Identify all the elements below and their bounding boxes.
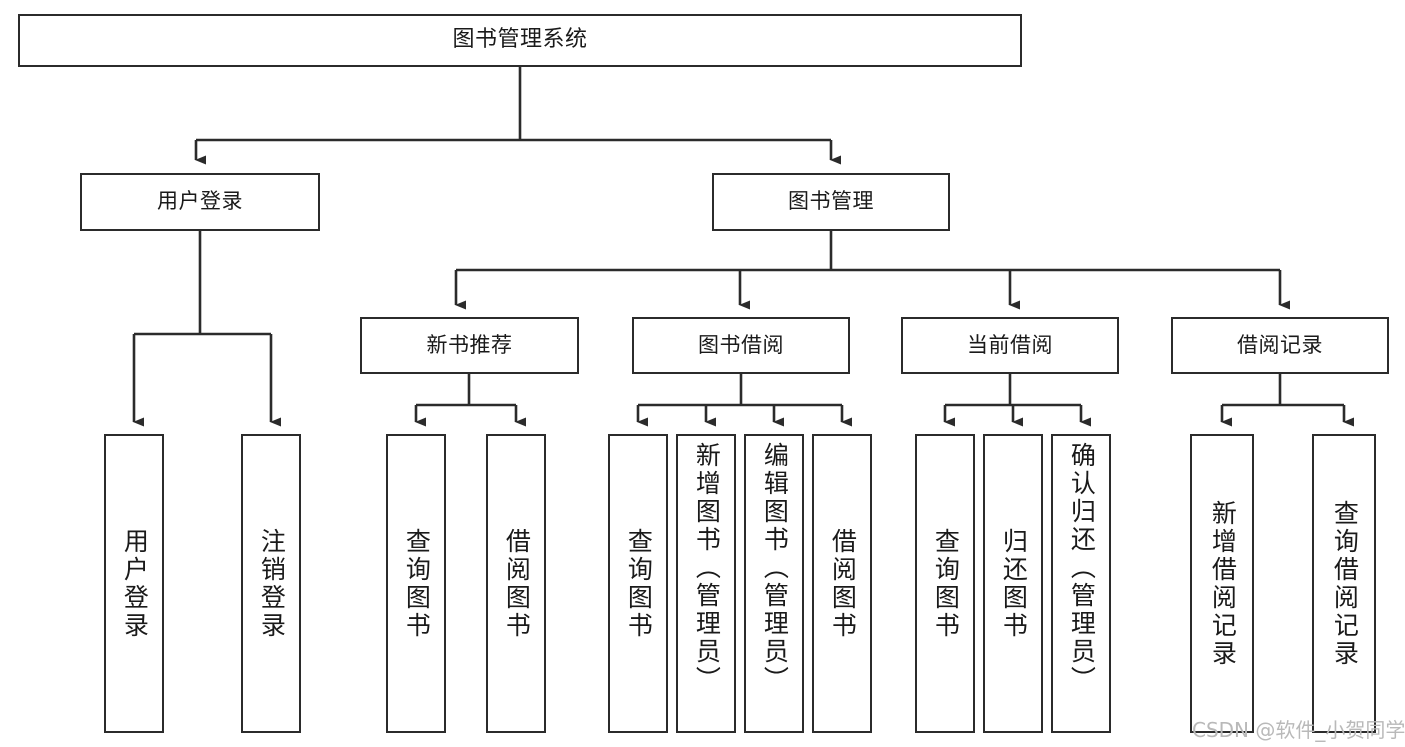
node-book-borrow[interactable]: 图书借阅: [632, 317, 850, 374]
node-root[interactable]: 图书管理系统: [18, 14, 1022, 67]
node-leaf-add-book-label: 新增图书（管理员）: [692, 442, 722, 694]
node-leaf-add-record-label: 新增借阅记录: [1208, 499, 1238, 668]
node-leaf-query-book-1-label: 查询图书: [402, 527, 432, 640]
node-leaf-borrow-book-1[interactable]: 借阅图书: [486, 434, 546, 733]
node-root-label: 图书管理系统: [452, 27, 588, 53]
node-book-borrow-label: 图书借阅: [698, 332, 784, 357]
node-leaf-query-record-label: 查询借阅记录: [1330, 499, 1360, 668]
node-new-book-rec[interactable]: 新书推荐: [360, 317, 579, 374]
node-leaf-borrow-book-1-label: 借阅图书: [502, 527, 532, 640]
node-borrow-record[interactable]: 借阅记录: [1171, 317, 1389, 374]
node-leaf-add-book[interactable]: 新增图书（管理员）: [676, 434, 736, 733]
node-leaf-borrow-book-2-label: 借阅图书: [828, 527, 858, 640]
node-leaf-query-book-2-label: 查询图书: [624, 527, 654, 640]
node-leaf-edit-book-label: 编辑图书（管理员）: [760, 442, 790, 694]
node-leaf-add-record[interactable]: 新增借阅记录: [1190, 434, 1254, 733]
node-leaf-query-book-3[interactable]: 查询图书: [915, 434, 975, 733]
node-leaf-borrow-book-2[interactable]: 借阅图书: [812, 434, 872, 733]
node-leaf-edit-book[interactable]: 编辑图书（管理员）: [744, 434, 804, 733]
node-book-manage[interactable]: 图书管理: [712, 173, 950, 231]
node-leaf-user-logout[interactable]: 注销登录: [241, 434, 301, 733]
node-borrow-record-label: 借阅记录: [1237, 332, 1323, 357]
node-leaf-query-record[interactable]: 查询借阅记录: [1312, 434, 1376, 733]
node-leaf-user-login-label: 用户登录: [120, 527, 150, 640]
node-current-borrow-label: 当前借阅: [967, 332, 1053, 357]
node-leaf-user-logout-label: 注销登录: [257, 527, 287, 640]
node-leaf-return-book[interactable]: 归还图书: [983, 434, 1043, 733]
node-new-book-rec-label: 新书推荐: [426, 332, 513, 357]
node-user-login-label: 用户登录: [157, 189, 243, 214]
node-leaf-return-book-label: 归还图书: [999, 527, 1029, 640]
node-book-manage-label: 图书管理: [788, 189, 874, 214]
node-leaf-query-book-3-label: 查询图书: [931, 527, 961, 640]
node-leaf-query-book-1[interactable]: 查询图书: [386, 434, 446, 733]
node-leaf-user-login[interactable]: 用户登录: [104, 434, 164, 733]
watermark: CSDN @软件_小贺同学: [1192, 718, 1405, 742]
node-user-login[interactable]: 用户登录: [80, 173, 320, 231]
node-leaf-confirm-return[interactable]: 确认归还（管理员）: [1051, 434, 1111, 733]
node-leaf-query-book-2[interactable]: 查询图书: [608, 434, 668, 733]
node-current-borrow[interactable]: 当前借阅: [901, 317, 1119, 374]
node-leaf-confirm-return-label: 确认归还（管理员）: [1067, 442, 1097, 694]
